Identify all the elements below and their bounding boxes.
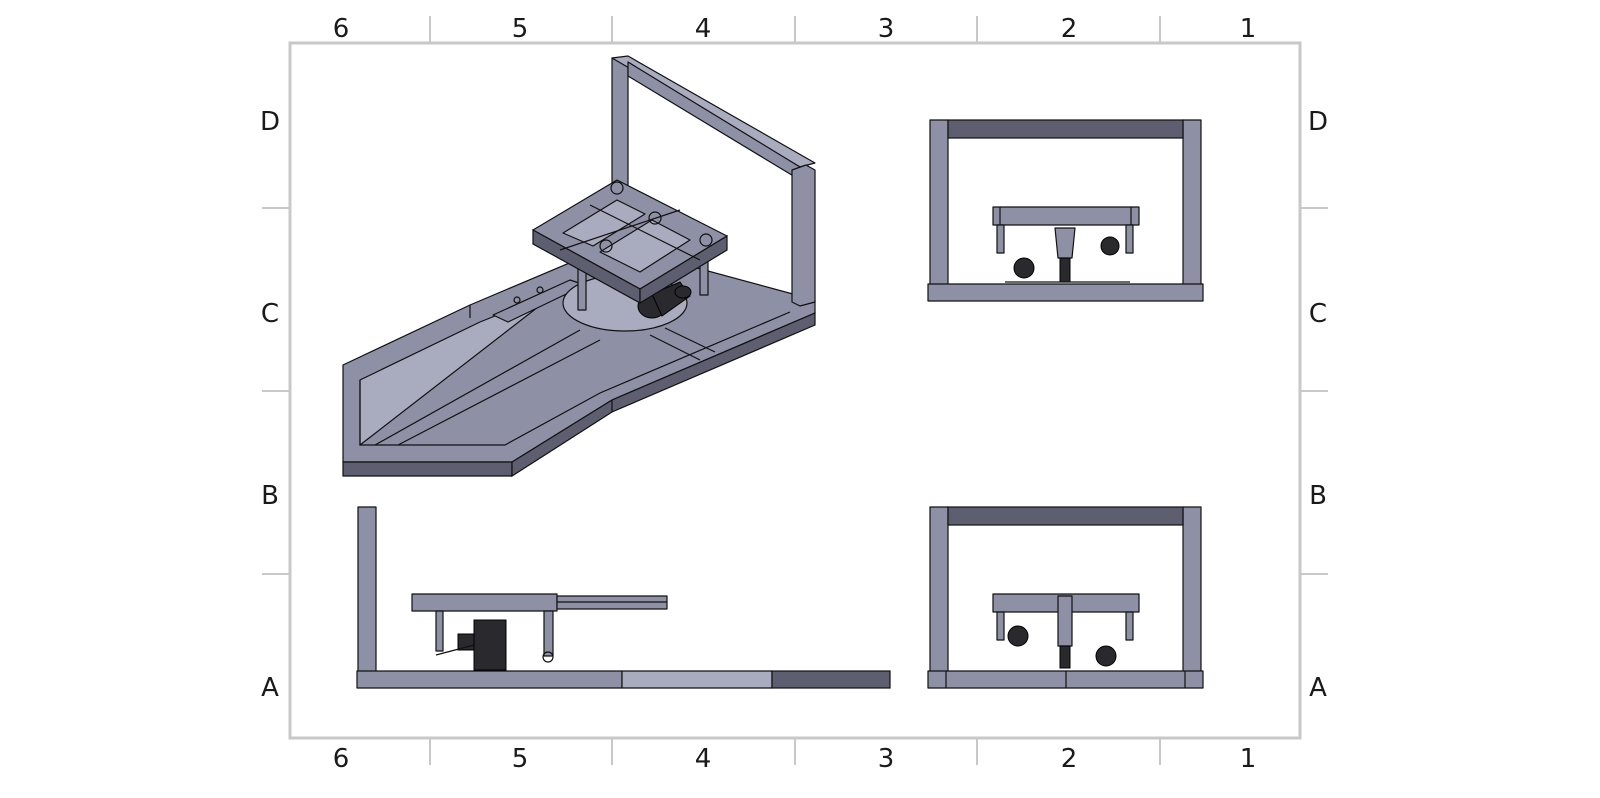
zone-col-label: 6 xyxy=(333,14,350,44)
caster xyxy=(1007,625,1029,647)
leg xyxy=(543,610,554,657)
side-upright xyxy=(357,506,377,673)
front-view xyxy=(927,119,1204,302)
side-view xyxy=(356,506,891,689)
front-left-post xyxy=(929,119,949,286)
rear-right-post xyxy=(1182,506,1202,673)
zone-row-label: B xyxy=(1309,481,1327,511)
zone-row-label: D xyxy=(260,107,280,137)
zone-row-label: B xyxy=(261,481,279,511)
platform-pocket xyxy=(599,219,691,273)
zone-row-label: C xyxy=(261,299,279,329)
rear-left-post xyxy=(929,506,949,673)
front-platform xyxy=(992,206,1140,226)
upright-top-bar-face xyxy=(627,61,801,181)
zone-col-label: 4 xyxy=(695,14,712,44)
zone-row-label: A xyxy=(1309,673,1327,703)
zone-col-label: 6 xyxy=(333,744,350,774)
zone-col-label: 1 xyxy=(1240,14,1257,44)
drive-column xyxy=(1057,595,1073,647)
top-zone-labels: 6 5 4 3 2 1 xyxy=(333,14,1257,44)
front-right-post xyxy=(1182,119,1202,286)
zone-col-label: 5 xyxy=(512,14,529,44)
side-base-segment xyxy=(356,670,623,689)
right-zone-labels: D C B A xyxy=(1308,107,1328,703)
base-plate-front-edge xyxy=(342,461,513,477)
bottom-zone-labels: 6 5 4 3 2 1 xyxy=(333,744,1257,774)
platform-pocket xyxy=(562,199,646,247)
caster xyxy=(1013,257,1035,279)
drive-shaft xyxy=(1059,257,1071,283)
zone-row-label: C xyxy=(1309,299,1327,329)
side-base-segment xyxy=(621,670,773,689)
zone-ticks xyxy=(262,16,1328,765)
bolt-hole xyxy=(599,239,613,253)
drive-column xyxy=(1054,227,1076,259)
leg xyxy=(435,610,444,652)
upright-right-post xyxy=(791,164,816,307)
leg xyxy=(1125,224,1134,254)
zone-col-label: 5 xyxy=(512,744,529,774)
isometric-view xyxy=(342,55,816,478)
side-base-segment xyxy=(771,670,891,689)
caster xyxy=(674,285,692,299)
motor xyxy=(473,619,507,671)
bolt-hole xyxy=(610,181,624,195)
bolt-hole xyxy=(648,211,662,225)
leg xyxy=(996,224,1005,254)
zone-col-label: 4 xyxy=(695,744,712,774)
zone-col-label: 2 xyxy=(1061,744,1078,774)
zone-col-label: 2 xyxy=(1061,14,1078,44)
zone-row-label: D xyxy=(1308,107,1328,137)
drive-shaft xyxy=(1059,645,1071,669)
zone-col-label: 1 xyxy=(1240,744,1257,774)
leg xyxy=(996,611,1005,641)
front-top-bar xyxy=(947,119,1184,139)
platform-side-edge xyxy=(639,234,728,305)
bolt-hole xyxy=(699,233,713,247)
side-platform xyxy=(411,593,558,612)
left-zone-labels: D C B A xyxy=(260,107,280,703)
rear-view xyxy=(927,506,1204,689)
front-base xyxy=(927,283,1204,302)
leg xyxy=(1125,611,1134,641)
rear-top-bar xyxy=(947,506,1184,526)
zone-col-label: 3 xyxy=(878,744,895,774)
caster xyxy=(1095,645,1117,667)
zone-row-label: A xyxy=(261,673,279,703)
caster xyxy=(1100,236,1120,256)
zone-col-label: 3 xyxy=(878,14,895,44)
